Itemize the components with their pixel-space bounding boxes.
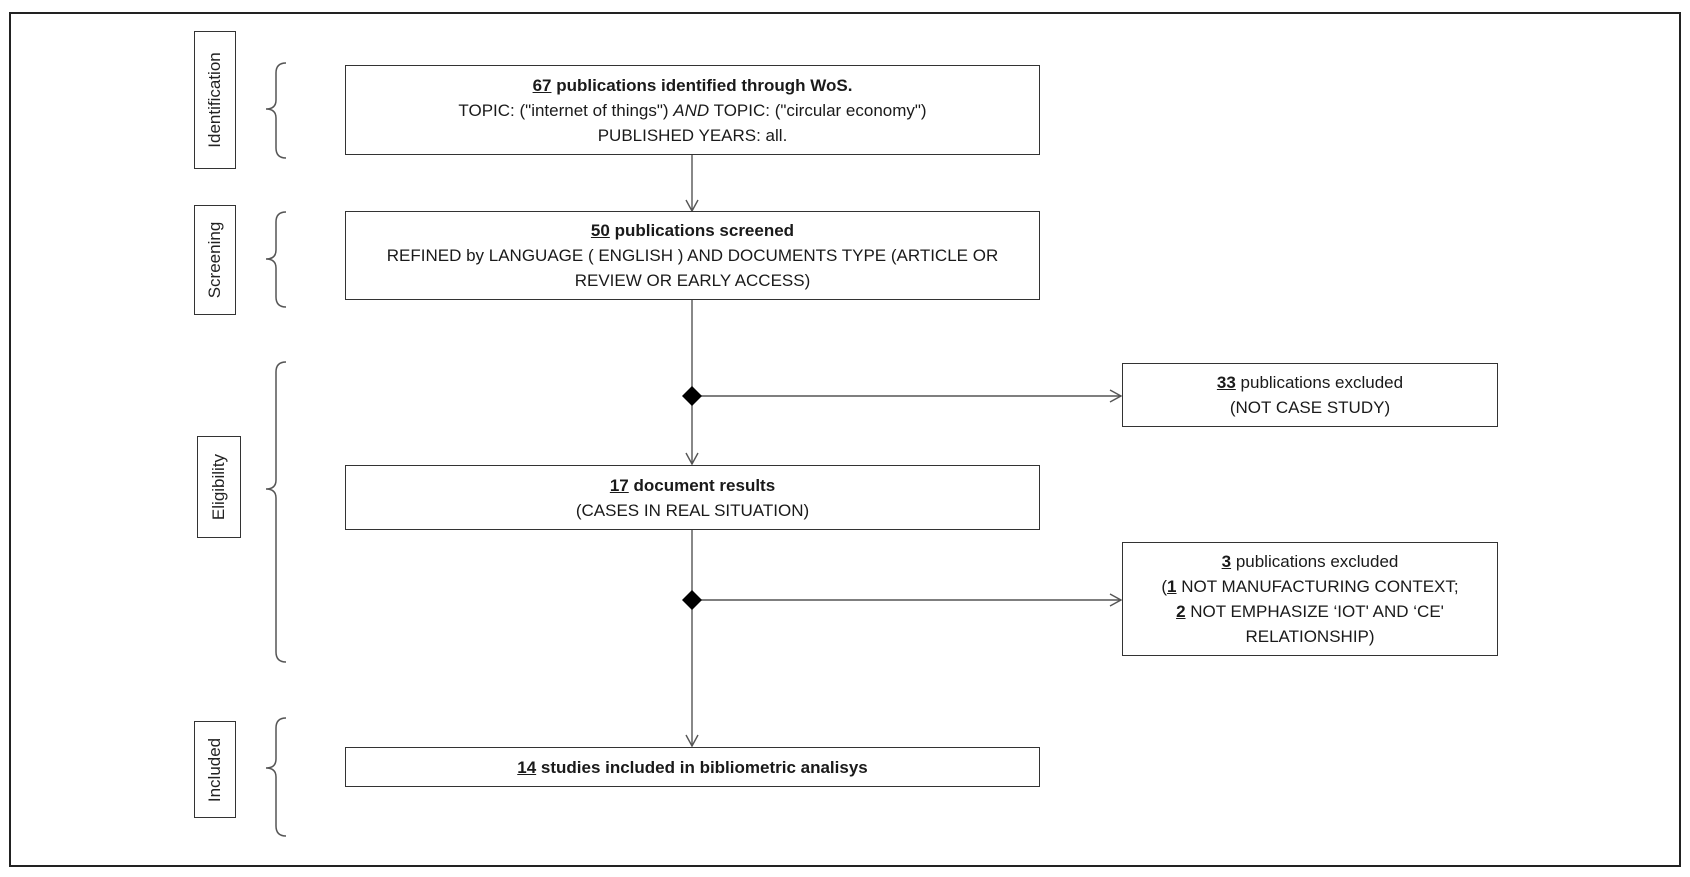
brace-eligibility [265, 361, 287, 663]
eligibility-count: 17 [609, 475, 629, 495]
identification-heading: 67 publications identified through WoS. [532, 75, 853, 95]
stage-included-label: Included [205, 737, 224, 802]
eligibility-note: (CASES IN REAL SITUATION) [575, 500, 810, 520]
exclusion-box-1: 33 publications excluded (NOT CASE STUDY… [1122, 363, 1498, 427]
stage-identification-label: Identification [205, 52, 224, 148]
eligibility-heading: 17 document results [609, 475, 776, 495]
identification-box: 67 publications identified through WoS. … [345, 65, 1040, 155]
exclusion-2-reason-2: 2 NOT EMPHASIZE ‘IOT' AND ‘CE' [1176, 602, 1444, 621]
brace-included [265, 717, 287, 837]
included-count: 14 [517, 757, 537, 777]
stage-eligibility-label: Eligibility [209, 453, 228, 521]
decision-diamond-1 [682, 386, 702, 406]
exclusion-2-count: 3 [1221, 552, 1232, 571]
screening-refine-line: REFINED by LANGUAGE ( ENGLISH ) AND DOCU… [386, 246, 999, 265]
screening-count: 50 [590, 221, 610, 240]
exclusion-1-reason: (NOT CASE STUDY) [1229, 398, 1391, 417]
stage-included: Included [194, 721, 236, 818]
included-box: 14 studies included in bibliometric anal… [345, 747, 1040, 787]
included-heading: 14 studies included in bibliometric anal… [517, 757, 868, 777]
decision-diamond-2 [682, 590, 702, 610]
brace-identification [265, 62, 287, 159]
stage-screening: Screening [194, 205, 236, 315]
identification-years: PUBLISHED YEARS: all. [597, 125, 788, 145]
screening-refine-line-2: REVIEW OR EARLY ACCESS) [574, 271, 811, 290]
stage-identification: Identification [194, 31, 236, 169]
exclusion-1-count: 33 [1216, 373, 1236, 392]
exclusion-2-reason-2-cont: RELATIONSHIP) [1245, 627, 1375, 646]
screening-box: 50 publications screened REFINED by LANG… [345, 211, 1040, 300]
stage-eligibility: Eligibility [197, 436, 241, 538]
screening-heading: 50 publications screened [590, 221, 795, 240]
identification-query: TOPIC: ("internet of things") AND TOPIC:… [458, 100, 927, 120]
exclusion-2-heading: 3 publications excluded [1221, 552, 1399, 571]
exclusion-box-2: 3 publications excluded (1 NOT MANUFACTU… [1122, 542, 1498, 656]
stage-screening-label: Screening [205, 221, 224, 299]
diagram-frame [9, 12, 1681, 867]
identification-count: 67 [532, 75, 552, 95]
eligibility-box: 17 document results (CASES IN REAL SITUA… [345, 465, 1040, 530]
exclusion-1-heading: 33 publications excluded [1216, 373, 1404, 392]
exclusion-2-reason-1: (1 NOT MANUFACTURING CONTEXT; [1161, 577, 1459, 596]
brace-screening [265, 211, 287, 308]
